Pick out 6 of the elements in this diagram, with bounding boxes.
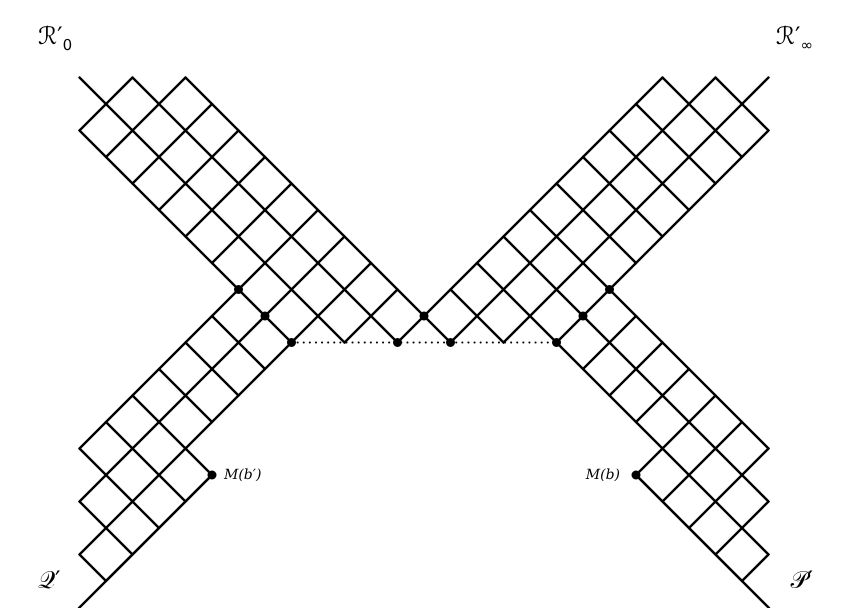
region-label: 𝒬′ bbox=[38, 568, 60, 592]
region-label: ℛ′$_{0}$ bbox=[38, 24, 72, 53]
region-label: 𝒫′ bbox=[790, 568, 813, 592]
region-label: ℛ′$_{∞}$ bbox=[776, 24, 813, 53]
point-label: M(b) bbox=[586, 468, 620, 482]
point-label: M(b′) bbox=[224, 468, 262, 482]
